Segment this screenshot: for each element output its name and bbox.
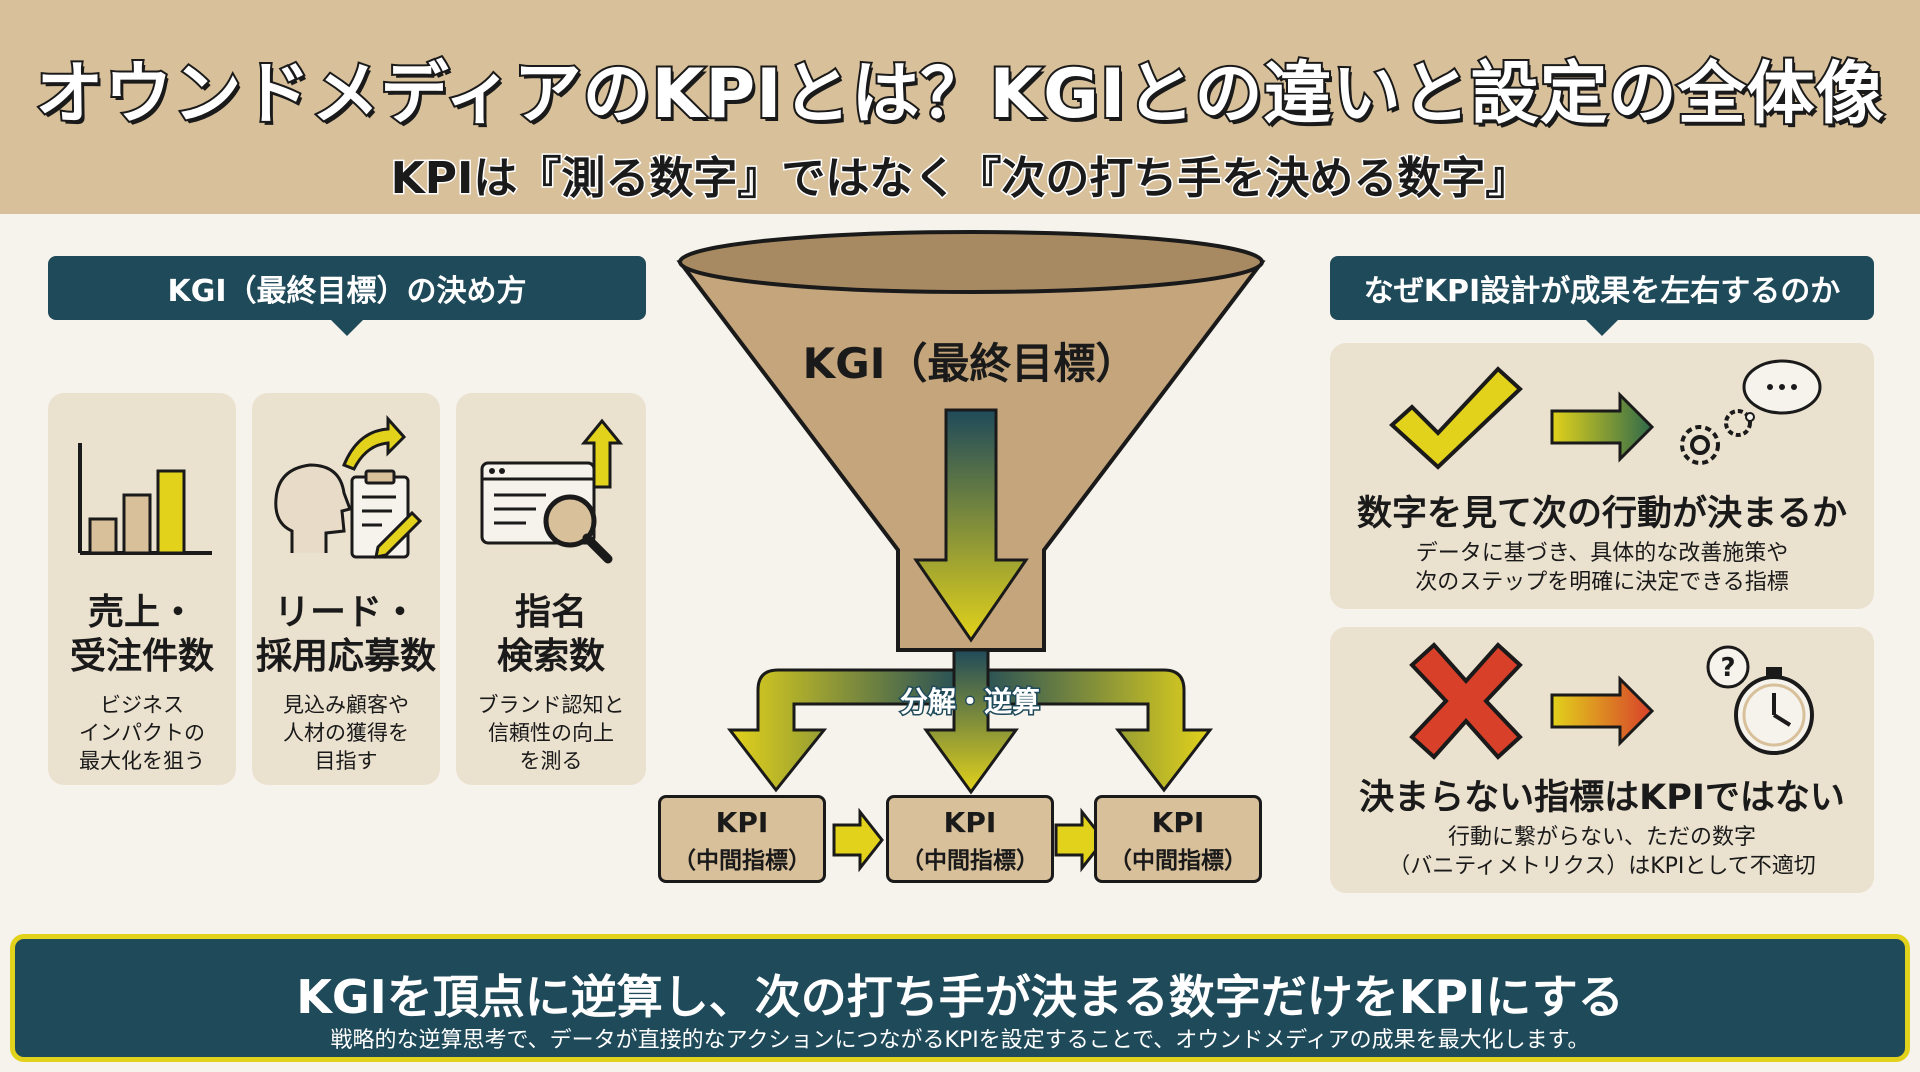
kgi-card-leads: リード・ 採用応募数 見込み顧客や 人材の獲得を 目指す [252, 393, 440, 785]
funnel-kgi-label: KGI（最終目標） [802, 339, 1138, 388]
bar-chart-icon [78, 443, 212, 555]
why-card-title: 数字を見て次の行動が決まるか [1356, 494, 1847, 534]
kgi-card-title: 売上・ 受注件数 [69, 592, 214, 677]
kgi-card-title: リード・ 採用応募数 [255, 592, 436, 677]
gradient-arrow-icon [1550, 675, 1655, 747]
summary-banner: KGIを頂点に逆算し、次の打ち手が決まる数字だけをKPIにする 戦略的な逆算思考… [10, 934, 1910, 1062]
why-card-title: 決まらない指標はKPIではない [1359, 778, 1845, 818]
left-section-header: KGI（最終目標）の決め方 [48, 256, 646, 336]
kgi-card-desc: ブランド認知と 信頼性の向上 を測る [477, 693, 625, 773]
checkmark-icon [1389, 366, 1523, 470]
kgi-card-sales: 売上・ 受注件数 ビジネス インパクトの 最大化を狙う [48, 393, 236, 785]
kpi-box: KPI （中間指標） [658, 795, 826, 883]
header-band [0, 0, 1920, 214]
why-card-desc: 行動に繋がらない、ただの数字 （バニティメトリクス）はKPIとして不適切 [1388, 825, 1816, 879]
kpi-flow-arrow [1054, 807, 1106, 873]
gear-thought-icon [1680, 359, 1822, 465]
right-section-header: なぜKPI設計が成果を左右するのか [1330, 256, 1874, 336]
svg-text:?: ? [1720, 653, 1735, 683]
head-clipboard-icon [274, 415, 423, 559]
cross-icon [1409, 642, 1523, 760]
summary-description: 戦略的な逆算思考で、データが直接的なアクションにつながるKPIを設定することで、… [330, 1028, 1590, 1053]
split-arrow [726, 668, 1214, 793]
why-card-desc: データに基づき、具体的な改善施策や 次のステップを明確に決定できる指標 [1415, 541, 1789, 595]
stopwatch-question-icon: ? [1706, 645, 1814, 755]
why-card-not-kpi: ? 決まらない指標はKPIではない 行動に繋がらない、ただの数字 （バニティメト… [1330, 627, 1874, 893]
page-title: オウンドメディアのKPIとは？KGIとの違いと設定の全体像 [33, 53, 1885, 136]
kgi-card-desc: ビジネス インパクトの 最大化を狙う [79, 693, 205, 773]
kgi-card-desc: 見込み顧客や 人材の獲得を 目指す [283, 693, 409, 773]
gradient-arrow-icon [1550, 391, 1655, 463]
page-subtitle: KPIは『測る数字』ではなく『次の打ち手を決める数字』 [389, 152, 1531, 206]
kgi-card-branded-search: 指名 検索数 ブランド認知と 信頼性の向上 を測る [456, 393, 646, 785]
why-card-actionable: 数字を見て次の行動が決まるか データに基づき、具体的な改善施策や 次のステップを… [1330, 343, 1874, 609]
kpi-box: KPI （中間指標） [1094, 795, 1262, 883]
summary-headline: KGIを頂点に逆算し、次の打ち手が決まる数字だけをKPIにする [296, 970, 1624, 1024]
browser-search-icon [480, 418, 624, 564]
kpi-box: KPI （中間指標） [886, 795, 1054, 883]
kgi-card-title: 指名 検索数 [496, 592, 605, 677]
split-label: 分解・逆算 [898, 684, 1041, 720]
kpi-flow-arrow [832, 807, 884, 873]
